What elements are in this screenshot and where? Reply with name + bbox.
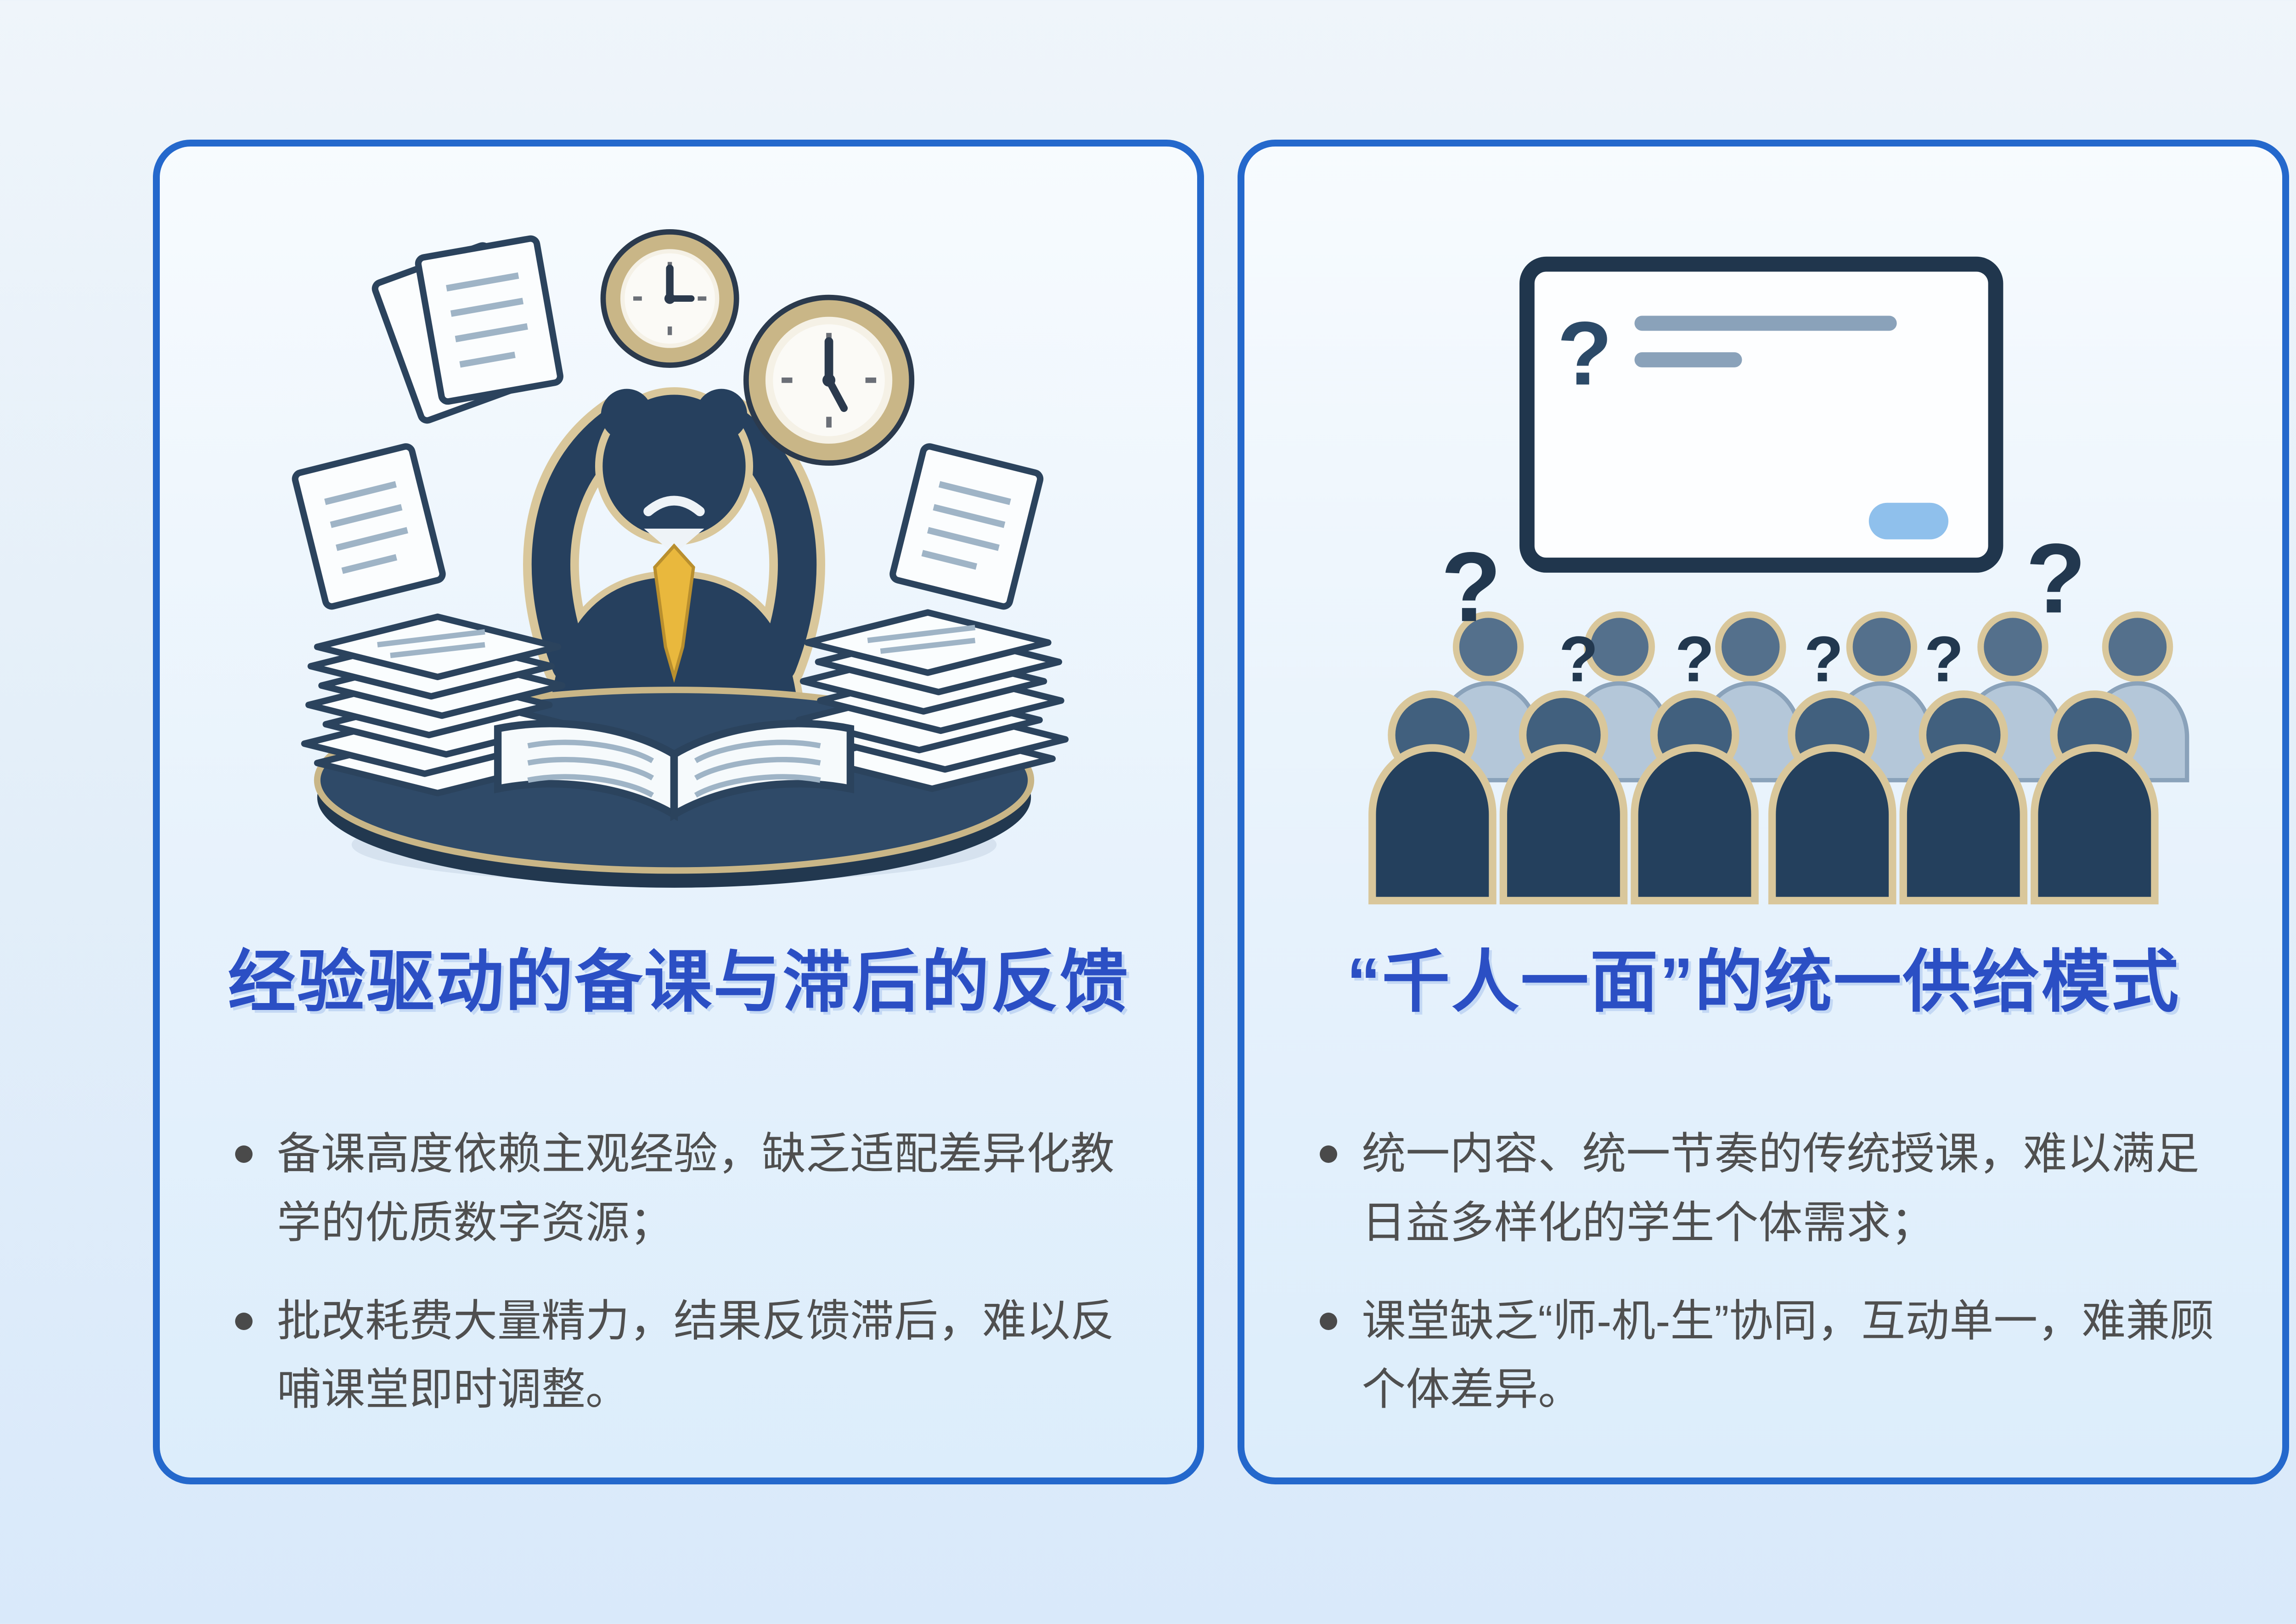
card-experience-driven-prep: 经验驱动的备课与滞后的反馈 备课高度依赖主观经验，缺乏适配差异化教学的优质数字资… (153, 140, 1204, 1484)
bullet-list: 统一内容、统一节奏的传统授课，难以满足日益多样化的学生个体需求； 课堂缺乏“师-… (1300, 1120, 2227, 1424)
card-illustration: ? ? ? ? (1300, 204, 2227, 914)
student-back-row (1436, 611, 2189, 783)
question-mark-icon: ? (2026, 523, 2086, 634)
bullet-text: 备课高度依赖主观经验，缺乏适配差异化教学的优质数字资源； (277, 1129, 1114, 1247)
bullet-item: 统一内容、统一节奏的传统授课，难以满足日益多样化的学生个体需求； (1318, 1120, 2227, 1257)
question-mark-icon: ? (1557, 303, 1612, 404)
flying-paper-icon (889, 443, 1044, 610)
clock-icon (743, 294, 915, 466)
flying-paper-icon (292, 443, 446, 610)
question-mark-icon: ? (1441, 531, 1501, 642)
student-front-row (1368, 690, 2159, 905)
question-mark-icon: ? (1675, 623, 1714, 695)
card-uniform-supply-model: ? ? ? ? (1238, 140, 2289, 1484)
clock-icon (600, 229, 739, 368)
whiteboard-icon: ? (1519, 256, 2003, 573)
bullet-item: 批改耗费大量精力，结果反馈滞后，难以反哺课堂即时调整。 (233, 1287, 1142, 1425)
uniform-classroom-illustration: ? ? ? ? (1368, 256, 2189, 905)
overworked-teacher-illustration (292, 229, 1069, 888)
bullet-text: 批改耗费大量精力，结果反馈滞后，难以反哺课堂即时调整。 (277, 1296, 1114, 1415)
question-mark-icon: ? (1804, 623, 1843, 695)
paper-stack-icon (795, 609, 1069, 792)
bullet-item: 课堂缺乏“师-机-生”协同，互动单一，难兼顾个体差异。 (1318, 1287, 2227, 1425)
bullet-item: 备课高度依赖主观经验，缺乏适配差异化教学的优质数字资源； (233, 1120, 1142, 1257)
card-title: “千人一面”的统一供给模式 (1346, 944, 2180, 1020)
card-illustration (215, 204, 1142, 914)
bullet-text: 统一内容、统一节奏的传统授课，难以满足日益多样化的学生个体需求； (1362, 1129, 2200, 1247)
flying-paper-icon (415, 235, 564, 405)
question-marks: ? ? ? ? ? ? (1441, 523, 2086, 695)
card-title: 经验驱动的备课与滞后的反馈 (228, 944, 1130, 1020)
board-eraser (1868, 502, 1948, 540)
bullet-list: 备课高度依赖主观经验，缺乏适配差异化教学的优质数字资源； 批改耗费大量精力，结果… (215, 1120, 1142, 1424)
question-mark-icon: ? (1559, 623, 1598, 695)
bullet-text: 课堂缺乏“师-机-生”协同，互动单一，难兼顾个体差异。 (1362, 1296, 2214, 1415)
question-mark-icon: ? (1924, 623, 1964, 695)
open-book-icon (494, 720, 855, 822)
